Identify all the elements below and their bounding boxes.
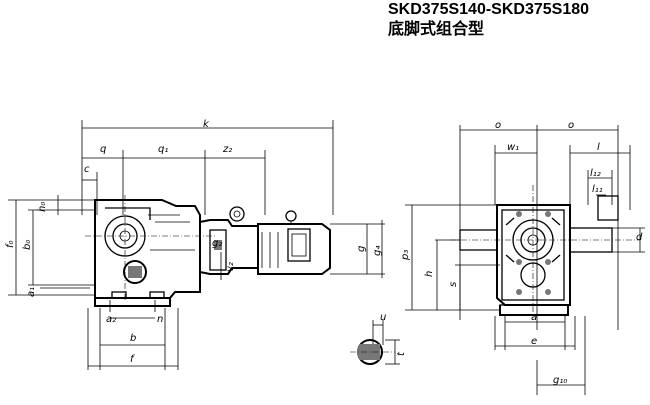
dim-b: b: [130, 333, 136, 344]
dim-g2: g₂: [212, 238, 222, 249]
dim-h: h: [424, 271, 435, 277]
dim-a1: a₁: [26, 287, 37, 297]
mounting-type-subtitle: 底脚式组合型: [388, 21, 485, 38]
dim-h0: h₀: [37, 202, 48, 212]
dim-g4: g₄: [372, 246, 383, 256]
dim-u: u: [380, 312, 386, 323]
dim-c: c: [84, 164, 90, 175]
dim-n: n: [157, 314, 163, 325]
title-block: SKD375S140-SKD375S180 底脚式组合型: [388, 0, 648, 40]
dim-s: s: [448, 282, 459, 287]
dim-w1: w₁: [507, 142, 519, 153]
dim-a: a: [531, 312, 537, 323]
dim-p3: p₃: [400, 250, 411, 261]
dim-f: f: [130, 354, 135, 365]
dim-d: d: [636, 232, 643, 243]
dim-g10: g₁₀: [553, 375, 567, 386]
model-range-title: SKD375S140-SKD375S180: [388, 1, 590, 18]
dim-l12: l₁₂: [590, 168, 601, 179]
dim-o-right: o: [568, 120, 574, 131]
dim-o-left: o: [495, 120, 501, 131]
dim-e: e: [531, 336, 537, 347]
dim-a2: a₂: [106, 314, 116, 325]
dim-g: g: [356, 246, 367, 252]
dim-q: q: [100, 144, 106, 155]
shaft-key-detail: [350, 320, 400, 365]
dim-l11: l₁₁: [592, 184, 603, 195]
dim-l: l: [597, 142, 600, 153]
dim-b0: b₀: [22, 240, 33, 250]
dim-v2: v₂: [225, 262, 236, 272]
dim-k: k: [203, 119, 210, 130]
end-view: [405, 125, 645, 395]
dim-f0: f₀: [5, 240, 16, 248]
side-view: [8, 120, 385, 370]
dim-t: t: [396, 351, 407, 356]
dim-z2: z₂: [222, 144, 232, 155]
dim-q1: q₁: [158, 144, 168, 155]
